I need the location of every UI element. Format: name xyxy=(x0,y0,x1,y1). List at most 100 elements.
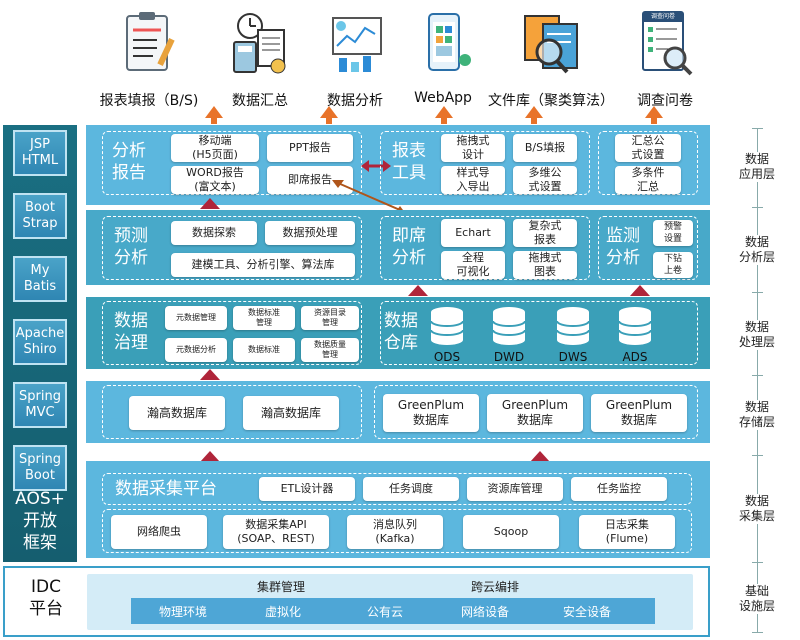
database-icon xyxy=(430,307,464,345)
formula-group: 汇总公 式设置 多条件 汇总 xyxy=(598,131,698,195)
highgo-group: 瀚高数据库 瀚高数据库 xyxy=(102,385,362,439)
idc-header-crosscloud: 跨云编排 xyxy=(471,580,520,594)
survey-header-text: 调查问卷 xyxy=(650,13,675,20)
tech-spring-boot: Spring Boot xyxy=(13,445,67,491)
group-title: 预测 分析 xyxy=(114,226,148,268)
forecast-group: 预测 分析 数据探索 数据预处理 建模工具、分析引擎、算法库 xyxy=(102,216,362,280)
up-arrow-icon xyxy=(645,106,663,124)
app-label: 调查问卷 xyxy=(637,93,693,109)
governance-group: 数据 治理 元数据管理 数据标准 管理 资源目录 管理 元数据分析 数据标准 数… xyxy=(102,301,362,365)
db-ods: ODS xyxy=(425,306,469,364)
item-echart: Echart xyxy=(441,219,505,247)
item-greenplum-db: GreenPlum 数据库 xyxy=(591,394,687,432)
app-data-analysis: 数据分析 xyxy=(290,8,420,109)
analysis-report-group: 分析 报告 移动端 (H5页面) PPT报告 WORD报告 (富文本) 即席报告 xyxy=(102,131,362,195)
item-bs-fill: B/S填报 xyxy=(513,134,577,162)
data-sources-group: 网络爬虫 数据采集API (SOAP、REST) 消息队列 (Kafka) Sq… xyxy=(102,509,692,553)
item-mobile-h5: 移动端 (H5页面) xyxy=(171,134,259,162)
idc-header-cluster: 集群管理 xyxy=(257,580,306,594)
layer-label-application: 数据 应用层 xyxy=(722,152,792,182)
item-data-preprocess: 数据预处理 xyxy=(265,221,355,245)
layer-label-infrastructure: 基础 设施层 xyxy=(722,584,792,614)
idc-item-virtualization: 虚拟化 xyxy=(265,605,302,619)
storage-layer-panel: 瀚高数据库 瀚高数据库 GreenPlum 数据库 GreenPlum 数据库 … xyxy=(86,381,710,443)
item-drag-design: 拖拽式 设计 xyxy=(441,134,505,162)
tech-bootstrap: Boot Strap xyxy=(13,193,67,239)
db-dws: DWS xyxy=(551,306,595,364)
layer-axis-tick xyxy=(752,292,763,293)
item-task-scheduling: 任务调度 xyxy=(363,477,459,501)
app-report-filling: 报表填报（B/S) xyxy=(84,8,214,109)
item-data-explore: 数据探索 xyxy=(171,221,257,245)
item-drill: 下钻 上卷 xyxy=(653,252,693,278)
db-label: ODS xyxy=(433,350,461,364)
group-title: 分析 报告 xyxy=(112,141,146,183)
up-arrow-icon xyxy=(525,106,543,124)
database-icon xyxy=(618,307,652,345)
up-arrow-icon xyxy=(630,285,650,296)
up-arrow-icon xyxy=(320,106,338,124)
item-style-io: 样式导 入导出 xyxy=(441,166,505,194)
chart-board-icon xyxy=(319,8,391,80)
item-quality-mgmt: 数据质量 管理 xyxy=(301,338,359,362)
analysis-layer-panel: 预测 分析 数据探索 数据预处理 建模工具、分析引擎、算法库 即席 分析 Ech… xyxy=(86,210,710,285)
layer-axis-tick xyxy=(752,562,763,563)
layer-label-analysis: 数据 分析层 xyxy=(722,235,792,265)
item-summary-formula: 汇总公 式设置 xyxy=(615,134,681,162)
mobile-phone-icon xyxy=(407,8,479,80)
item-data-standard: 数据标准 xyxy=(233,338,295,362)
up-arrow-icon xyxy=(530,451,550,462)
item-web-crawler: 网络爬虫 xyxy=(111,515,207,549)
layer-label-processing: 数据 处理层 xyxy=(722,320,792,350)
tech-spring-mvc: Spring MVC xyxy=(13,382,67,428)
item-word-report: WORD报告 (富文本) xyxy=(171,166,259,194)
item-metadata-mgmt: 元数据管理 xyxy=(165,306,227,330)
group-title: 数据 治理 xyxy=(114,311,148,353)
layer-axis-tick xyxy=(752,207,763,208)
item-highgo-db: 瀚高数据库 xyxy=(243,396,339,430)
idc-infra-bar: 物理环境 虚拟化 公有云 网络设备 安全设备 xyxy=(131,598,655,624)
db-ads: ADS xyxy=(613,306,657,364)
aos-framework-label: AOS+ 开放 框架 xyxy=(15,489,65,553)
calculator-report-icon xyxy=(224,8,296,80)
item-greenplum-db: GreenPlum 数据库 xyxy=(383,394,479,432)
item-full-visual: 全程 可视化 xyxy=(441,251,505,279)
up-arrow-icon xyxy=(200,198,220,209)
idc-item-physical: 物理环境 xyxy=(159,605,208,619)
db-dwd: DWD xyxy=(487,306,531,364)
item-repo-mgmt: 资源库管理 xyxy=(467,477,563,501)
item-standard-mgmt: 数据标准 管理 xyxy=(233,306,295,330)
item-greenplum-db: GreenPlum 数据库 xyxy=(487,394,583,432)
tech-apache-shiro: Apache Shiro xyxy=(13,319,67,365)
app-label: WebApp xyxy=(414,90,472,106)
item-modeling-tools: 建模工具、分析引擎、算法库 xyxy=(171,253,355,277)
up-arrow-icon xyxy=(200,369,220,380)
app-file-library: 文件库（聚类算法） xyxy=(486,8,616,109)
up-arrow-icon xyxy=(408,285,428,296)
item-task-monitor: 任务监控 xyxy=(571,477,667,501)
warehouse-group: 数据 仓库 ODS DWD DWS ADS xyxy=(380,301,698,365)
layer-axis-tick xyxy=(752,375,763,376)
adhoc-group: 即席 分析 Echart 复杂式 报表 全程 可视化 拖拽式 图表 xyxy=(380,216,590,280)
app-label: 数据分析 xyxy=(327,93,383,109)
db-label: DWD xyxy=(493,350,525,364)
magnifier-document-icon xyxy=(515,8,587,80)
up-arrow-icon xyxy=(435,106,453,124)
group-title: 数据采集平台 xyxy=(115,479,217,499)
monitor-group: 监测 分析 预警 设置 下钻 上卷 xyxy=(598,216,698,280)
bidirectional-arrow-icon xyxy=(361,160,391,172)
application-layer-panel: 分析 报告 移动端 (H5页面) PPT报告 WORD报告 (富文本) 即席报告… xyxy=(86,125,710,205)
clipboard-form-icon xyxy=(113,8,185,80)
idc-platform-panel: IDC 平台 集群管理 跨云编排 物理环境 虚拟化 公有云 网络设备 安全设备 xyxy=(3,566,710,637)
app-survey: 调查问卷 调查问卷 xyxy=(600,8,730,109)
idc-item-public-cloud: 公有云 xyxy=(367,605,404,619)
item-sqoop: Sqoop xyxy=(463,515,559,549)
layer-axis-tick xyxy=(752,128,763,129)
processing-layer-panel: 数据 治理 元数据管理 数据标准 管理 资源目录 管理 元数据分析 数据标准 数… xyxy=(86,297,710,369)
layer-label-collection: 数据 采集层 xyxy=(722,494,792,524)
greenplum-group: GreenPlum 数据库 GreenPlum 数据库 GreenPlum 数据… xyxy=(374,385,698,439)
item-catalog-mgmt: 资源目录 管理 xyxy=(301,306,359,330)
layer-label-storage: 数据 存储层 xyxy=(722,400,792,430)
tech-jsp-html: JSP HTML xyxy=(13,130,67,176)
report-tools-group: 报表 工具 拖拽式 设计 B/S填报 样式导 入导出 多维公 式设置 xyxy=(380,131,590,195)
